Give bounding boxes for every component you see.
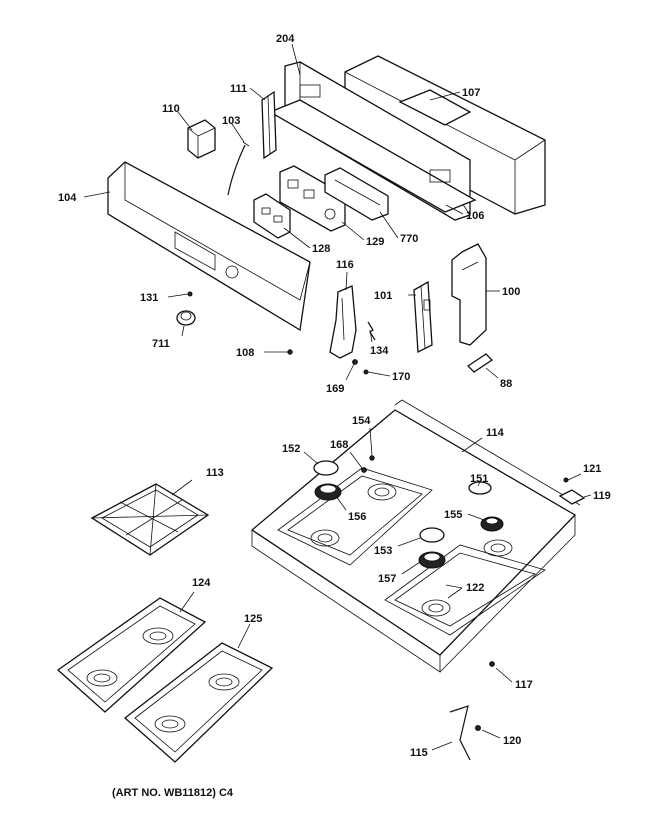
part-128-board [253,193,291,239]
part-711-knob [176,310,196,326]
callout-107: 107 [462,87,480,99]
part-168-screw [361,467,367,473]
part-116-bracket [329,285,357,359]
callout-104: 104 [58,192,77,204]
callout-108: 108 [236,347,254,359]
callout-113: 113 [206,467,224,479]
part-121-screw [563,477,569,483]
part-129-clock [279,165,346,232]
callout-100: 100 [502,286,520,298]
part-88-spacer [466,353,494,373]
callout-125: 125 [244,613,262,625]
part-120-clip [475,725,481,731]
part-152-burner-cap [313,460,339,476]
callout-119: 119 [593,490,611,502]
callout-115: 115 [410,747,428,759]
part-114-cooktop [250,399,581,673]
callout-129: 129 [366,236,384,248]
part-204-backguard [268,61,477,221]
part-124-drip-pan [56,597,207,713]
callout-101: 101 [374,290,392,302]
part-101-bracket [413,280,433,354]
part-110-switch [187,119,216,159]
part-119-bracket [558,489,586,505]
callout-88: 88 [500,378,512,390]
callout-103: 103 [222,115,240,127]
part-108-screw [287,349,293,355]
callout-114: 114 [486,427,505,439]
part-170-screw [363,369,369,375]
callout-151: 151 [470,473,488,485]
callout-117: 117 [515,679,533,691]
callout-128: 128 [312,243,330,255]
callout-169: 169 [326,383,344,395]
callout-204: 204 [276,33,295,45]
part-113-grate [90,483,210,556]
part-770-control-board [324,167,389,221]
callout-170: 170 [392,371,410,383]
callout-121: 121 [583,463,601,475]
callout-152: 152 [282,443,300,455]
part-131-screw [187,291,193,297]
part-153-burner-cap [419,527,445,543]
part-156-burner-head [314,483,342,501]
part-117-screw [489,661,495,667]
callout-124: 124 [192,577,211,589]
callout-168: 168 [330,439,348,451]
callout-770: 770 [400,233,418,245]
callout-153: 153 [374,545,392,557]
part-115-rod [449,705,471,761]
part-169-screw [352,359,358,365]
callout-154: 154 [352,415,371,427]
callout-131: 131 [140,292,158,304]
callout-120: 120 [503,735,521,747]
part-134-spring [367,321,376,341]
callout-110: 110 [162,103,180,115]
part-111-bracket [261,90,277,160]
callout-157: 157 [378,573,396,585]
part-107-top-cover [344,55,546,215]
part-104-control-panel [107,161,311,332]
part-125-drip-pan [123,642,274,763]
part-100-side-bracket [451,243,487,346]
callout-711: 711 [152,338,170,350]
part-157-burner-head [418,551,446,569]
callout-122: 122 [466,582,484,594]
callout-155: 155 [444,509,462,521]
callout-111: 111 [230,83,247,95]
leader-lines [83,43,592,751]
callout-156: 156 [348,511,366,523]
callout-116: 116 [336,259,354,271]
callout-106: 106 [466,210,484,222]
part-103-harness [227,141,250,196]
part-154-screw [369,455,375,461]
part-155-burner-head [480,516,504,532]
art-number: (ART NO. WB11812) C4 [112,787,234,799]
callout-134: 134 [370,345,389,357]
